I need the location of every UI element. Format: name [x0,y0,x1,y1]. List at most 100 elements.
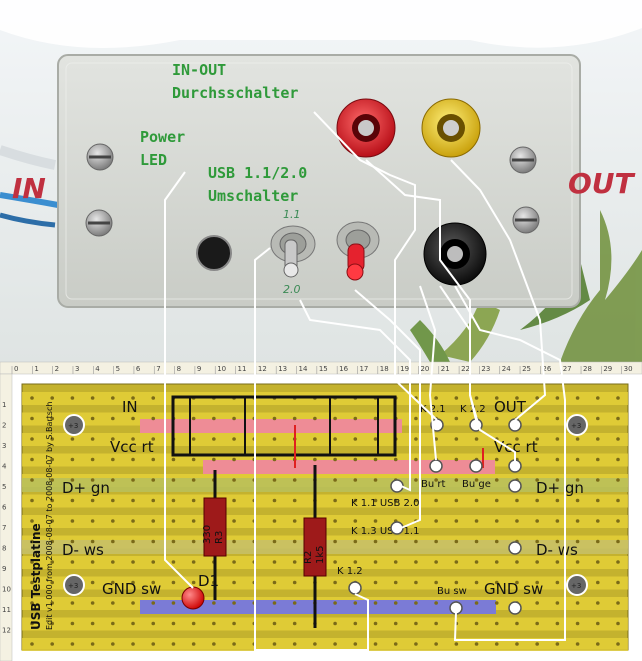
board-hole [535,457,539,462]
board-hole [434,478,438,482]
board-hole [575,539,580,544]
board-hole [616,580,620,585]
board-hole [353,539,358,544]
board-hole [90,642,95,646]
board-label-vcc-left: Vcc rt [110,438,154,456]
mount-hole-icon: +3 [566,574,588,596]
board-hole [90,519,95,523]
board-hole [535,539,539,544]
mount-hole-icon: +3 [63,574,85,596]
board-hole [191,539,196,544]
board-hole [90,498,95,503]
board-hole [414,601,418,605]
board-hole [454,519,459,523]
board-hole [555,498,560,503]
board-hole [373,457,378,462]
board-hole [50,560,55,564]
board-label-out: OUT [494,398,527,416]
board-hole [535,396,539,400]
board-hole [111,416,115,421]
label-k11: K 1.1 USB 2.0 [351,498,419,509]
board-hole [373,478,378,482]
usb-toggle-switch [270,225,316,278]
board-hole [373,437,378,441]
board-hole [333,478,337,482]
board-hole [555,560,560,564]
ruler-row-label: 12 [2,627,11,635]
board-hole [333,539,337,544]
board-hole [474,642,479,646]
board-hole [292,416,297,421]
board-hole [333,580,337,585]
board-hole [555,621,560,626]
board-hole [616,396,620,400]
ruler-column-label: 4 [95,365,100,373]
board-hole [555,437,560,441]
board-hole [30,580,34,585]
board-hole [131,478,135,482]
board-hole [515,621,519,626]
board-hole [414,416,418,421]
board-hole [333,416,337,421]
ruler-row-label: 11 [2,606,11,614]
board-hole [70,519,75,523]
board-hole [616,539,620,544]
board-hole [595,642,600,646]
board-hole [555,396,560,400]
board-hole [454,396,459,400]
board-hole [292,478,297,482]
board-hole [50,457,55,462]
top-ruler [0,361,642,375]
board-hole [90,396,95,400]
board-hole [70,396,75,400]
board-hole [454,642,459,646]
board-hole [191,478,196,482]
ruler-column-label: 0 [14,365,18,373]
board-hole [494,642,499,646]
ruler-column-label: 10 [217,365,226,373]
ruler-row-label: 1 [2,401,6,409]
board-hole [30,396,34,400]
label-buge: Bu ge [462,479,491,490]
board-title: USB Testplatine [29,523,43,630]
board-hole [232,498,236,503]
board-hole [434,642,438,646]
board-hole [454,457,459,462]
board-hole [272,519,277,523]
resistor-r3 [203,497,227,557]
board-hole [90,478,95,482]
board-hole [535,642,539,646]
board-hole [90,621,95,626]
board-hole [414,539,418,544]
board-hole [353,621,358,626]
board-hole [131,560,135,564]
board-hole [535,601,539,605]
board-label-gnd-right: GND sw [484,580,543,598]
svg-text:+3: +3 [68,582,78,590]
board-hole [313,416,317,421]
pad-gnd-right [508,601,522,615]
board-hole [434,560,438,564]
board-hole [353,560,358,564]
in-out-toggle-switch [336,221,380,281]
board-hole [50,580,55,585]
board-hole [515,396,519,400]
board-hole [131,580,135,585]
board-hole [272,580,277,585]
label-burt: Bu rt [421,479,445,490]
board-hole [232,642,236,646]
ruler-row-label: 9 [2,565,6,573]
board-hole [393,457,398,462]
board-hole [30,539,34,544]
board-hole [434,539,438,544]
label-out: OUT [568,167,636,200]
board-hole [50,519,55,523]
board-hole [535,621,539,626]
board-hole [393,560,398,564]
board-hole [373,519,378,523]
board-hole [434,601,438,605]
board-hole [494,601,499,605]
board-hole [595,580,600,585]
